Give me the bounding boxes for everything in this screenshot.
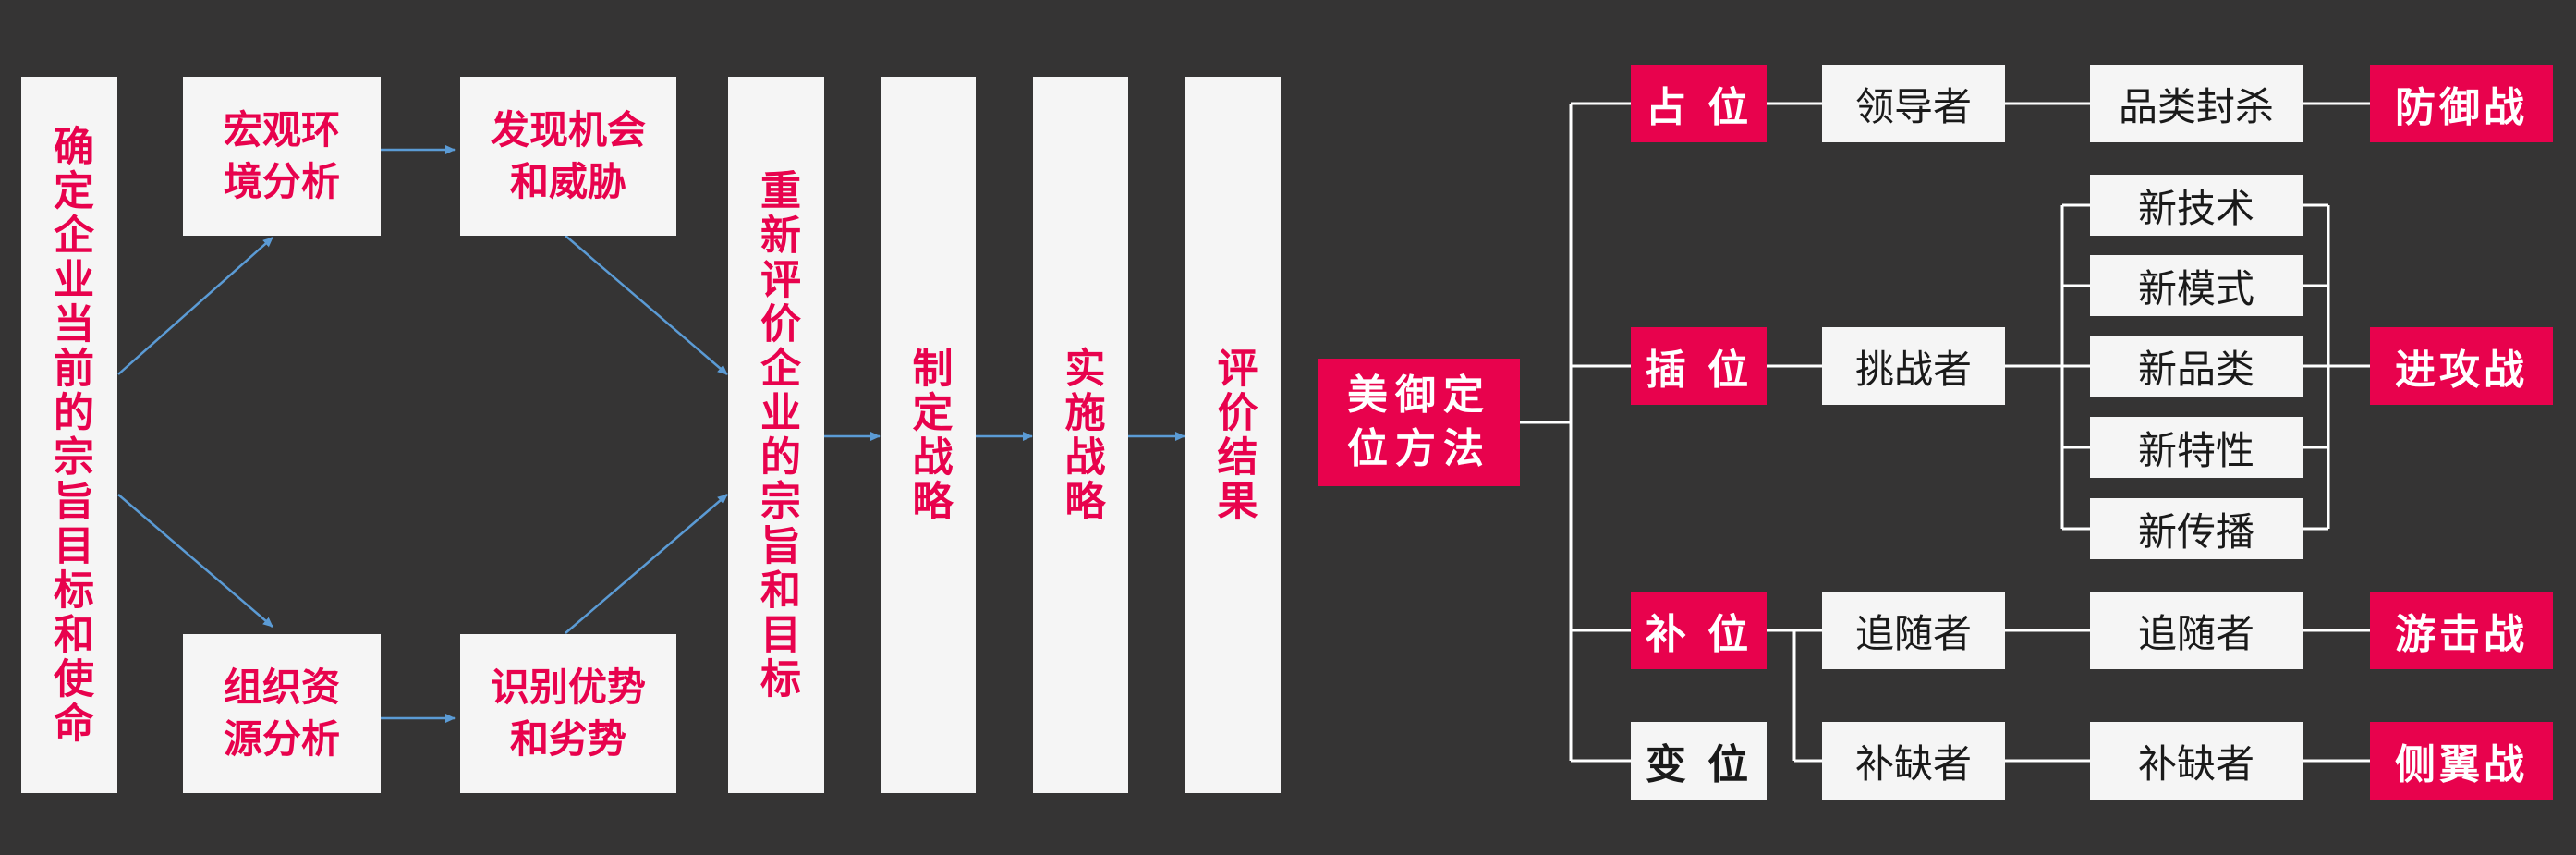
strategy-new-spread-label: 新传播 [2137, 508, 2254, 555]
role-leader-box: 领导者 [1822, 65, 2005, 142]
make-strategy-label: 制定战略 [905, 346, 953, 524]
arrow-strength-to-reevaluate [565, 494, 728, 634]
war-guerrilla-box: 游击战 [2370, 592, 2553, 669]
war-guerrilla-label: 游击战 [2395, 611, 2528, 658]
reevaluate-box: 重新评价企业的宗旨和目标 [728, 77, 824, 793]
position-fill-box: 补 位 [1631, 592, 1767, 669]
strategy-niche-box: 补缺者 [2090, 722, 2303, 800]
macro-analysis-box: 宏观环境分析 [183, 77, 381, 236]
arrow-start-to-macro [117, 237, 273, 375]
strategy-category-kill-box: 品类封杀 [2090, 65, 2303, 142]
role-niche-box: 补缺者 [1822, 722, 2005, 800]
strategy-new-category-box: 新品类 [2090, 336, 2303, 397]
method-root-box: 美御定位方法 [1318, 359, 1520, 486]
position-change-label: 变 位 [1645, 741, 1753, 788]
start-mission-label: 确定企业当前的宗旨目标和使命 [46, 124, 93, 746]
implement-strategy-box: 实施战略 [1033, 77, 1128, 793]
method-root-label: 美御定位方法 [1347, 372, 1491, 472]
implement-strategy-label: 实施战略 [1057, 346, 1105, 524]
position-occupy-label: 占 位 [1645, 84, 1753, 131]
reevaluate-label: 重新评价企业的宗旨和目标 [753, 168, 800, 702]
macro-analysis-label: 宏观环境分析 [223, 107, 340, 204]
org-analysis-label: 组织资源分析 [223, 665, 340, 762]
strategy-new-spread-box: 新传播 [2090, 498, 2303, 559]
war-flank-label: 侧翼战 [2395, 741, 2528, 788]
strategy-new-tech-box: 新技术 [2090, 175, 2303, 236]
evaluate-result-box: 评价结果 [1185, 77, 1281, 793]
role-niche-label: 补缺者 [1854, 740, 1972, 787]
strategy-follower-box: 追随者 [2090, 592, 2303, 669]
war-offense-box: 进攻战 [2370, 327, 2553, 405]
opportunity-label: 发现机会和威胁 [490, 107, 646, 204]
strategy-niche-label: 补缺者 [2137, 740, 2254, 787]
strategy-new-category-label: 新品类 [2137, 346, 2254, 392]
role-leader-label: 领导者 [1854, 83, 1972, 129]
strategy-new-tech-label: 新技术 [2137, 185, 2254, 231]
position-occupy-box: 占 位 [1631, 65, 1767, 142]
strategy-category-kill-label: 品类封杀 [2118, 83, 2274, 129]
arrow-start-to-org [117, 494, 273, 628]
arrow-opportunity-to-reevaluate [565, 235, 728, 375]
position-change-box: 变 位 [1631, 722, 1767, 800]
strength-box: 识别优势和劣势 [460, 634, 676, 793]
war-defense-label: 防御战 [2395, 84, 2528, 131]
strategy-new-model-box: 新模式 [2090, 255, 2303, 316]
position-insert-box: 插 位 [1631, 327, 1767, 405]
war-offense-label: 进攻战 [2395, 347, 2528, 394]
position-fill-label: 补 位 [1645, 611, 1753, 658]
strategy-new-feature-box: 新特性 [2090, 417, 2303, 478]
role-challenger-box: 挑战者 [1822, 327, 2005, 405]
role-follower-box: 追随者 [1822, 592, 2005, 669]
org-analysis-box: 组织资源分析 [183, 634, 381, 793]
strategy-new-feature-label: 新特性 [2137, 427, 2254, 473]
strategy-new-model-label: 新模式 [2137, 265, 2254, 311]
role-follower-label: 追随者 [1854, 610, 1972, 656]
war-flank-box: 侧翼战 [2370, 722, 2553, 800]
make-strategy-box: 制定战略 [881, 77, 976, 793]
position-insert-label: 插 位 [1645, 347, 1753, 394]
war-defense-box: 防御战 [2370, 65, 2553, 142]
strength-label: 识别优势和劣势 [490, 665, 646, 762]
opportunity-box: 发现机会和威胁 [460, 77, 676, 236]
evaluate-result-label: 评价结果 [1209, 346, 1258, 524]
role-challenger-label: 挑战者 [1854, 346, 1972, 392]
start-mission-box: 确定企业当前的宗旨目标和使命 [21, 77, 117, 793]
strategy-follower-label: 追随者 [2137, 610, 2254, 656]
